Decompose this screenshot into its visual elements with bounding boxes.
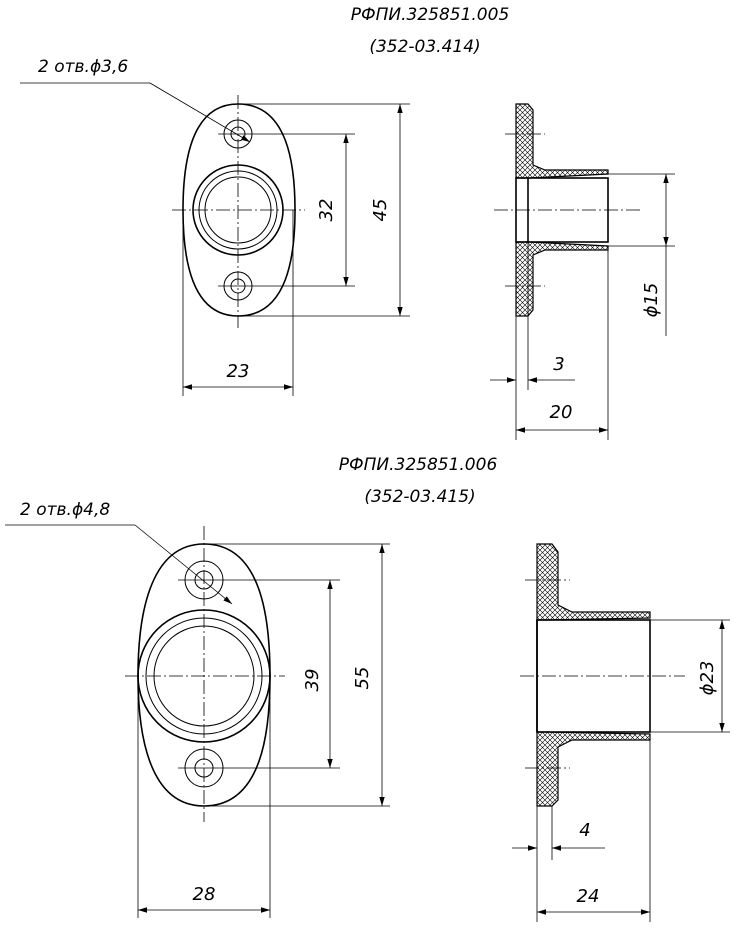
- part1-dim-hole-spacing: 32: [316, 199, 337, 222]
- part1-dim-flange-thickness: 3: [553, 354, 564, 375]
- part2-dim-hole-spacing: 39: [302, 669, 323, 692]
- part2-variant: (352-03.415): [364, 487, 475, 507]
- part2-dim-flange-thickness: 4: [579, 820, 590, 841]
- part2-code: РФПИ.325851.006: [339, 455, 498, 475]
- part2-drawing: РФПИ.325851.006 (352-03.415) 2 отв.ϕ4,8 …: [5, 455, 730, 922]
- part1-drawing: РФПИ.325851.005 (352-03.414) 2 отв.ϕ3,6 …: [20, 5, 675, 440]
- part2-holes-callout: 2 отв.ϕ4,8: [20, 500, 110, 520]
- part1-dim-height: 45: [370, 199, 391, 222]
- part1-front-view: [172, 95, 305, 328]
- part1-side-view: [494, 103, 640, 317]
- part2-dim-bore: ϕ23: [697, 661, 718, 696]
- part2-dim-width: 28: [193, 884, 216, 905]
- part2-callout-leader: [134, 524, 233, 605]
- part1-callout-leader: [149, 82, 251, 143]
- part1-dim-length: 20: [550, 402, 573, 423]
- part1-dim-bore: ϕ15: [641, 283, 662, 318]
- part1-code: РФПИ.325851.005: [351, 5, 510, 25]
- part1-dim-width: 23: [227, 361, 250, 382]
- part1-variant: (352-03.414): [369, 37, 480, 57]
- part2-side-view: [520, 543, 685, 807]
- part1-holes-callout: 2 отв.ϕ3,6: [38, 57, 128, 77]
- part2-dim-length: 24: [577, 886, 600, 907]
- part2-front-view: [125, 526, 285, 822]
- part2-dim-height: 55: [352, 667, 373, 690]
